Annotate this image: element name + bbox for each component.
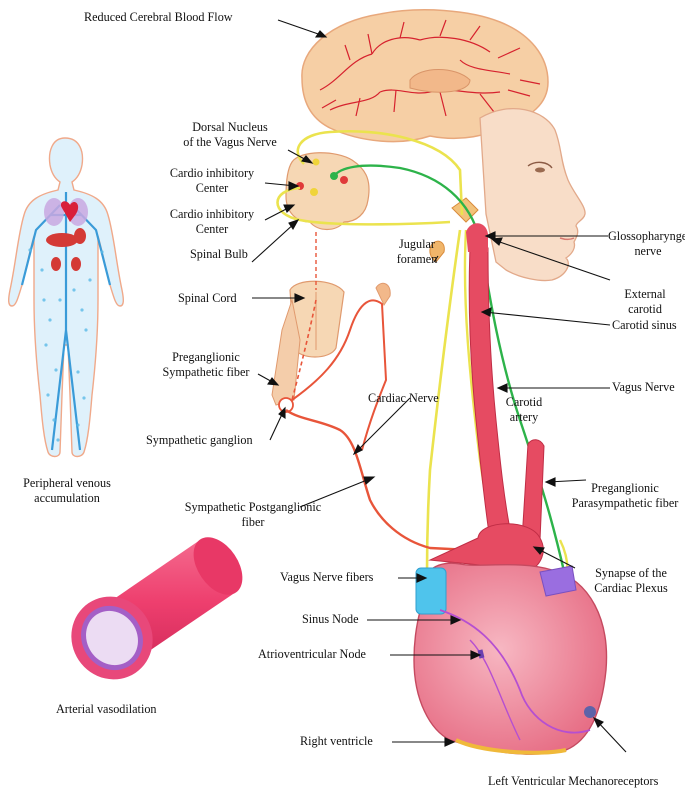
label-vagus-nerve: Vagus Nerve bbox=[612, 380, 675, 394]
label-line: carotid bbox=[628, 302, 662, 316]
label-line: Cardiac Plexus bbox=[594, 581, 668, 595]
label-sinus-node: Sinus Node bbox=[302, 612, 359, 626]
label-right-ventricle: Right ventricle bbox=[300, 734, 373, 748]
label-line: Sympathetic fiber bbox=[162, 365, 250, 379]
label-line: Peripheral venous bbox=[23, 476, 111, 490]
label-external-carotid: External carotid bbox=[610, 287, 680, 317]
label-peripheral-venous: Peripheral venous accumulation bbox=[8, 476, 126, 506]
body-figure bbox=[7, 137, 125, 458]
label-spinal-cord: Spinal Cord bbox=[178, 291, 237, 305]
label-line: Synapse of the bbox=[595, 566, 667, 580]
label-reduced-cerebral-blood-flow: Reduced Cerebral Blood Flow bbox=[84, 10, 233, 24]
medulla bbox=[271, 152, 479, 413]
label-arterial-vasodilation: Arterial vasodilation bbox=[56, 702, 157, 716]
label-line: Carotid bbox=[505, 395, 543, 409]
label-line: External bbox=[624, 287, 666, 301]
label-line: Center bbox=[195, 222, 229, 236]
label-line: Cardio inhibitory bbox=[169, 166, 255, 180]
label-line: nerve bbox=[634, 244, 662, 258]
label-line: Jugular bbox=[399, 237, 435, 251]
label-line: foramen bbox=[396, 252, 438, 266]
label-line: fiber bbox=[241, 515, 265, 529]
label-line: Sympathetic Postganglionic bbox=[184, 500, 322, 514]
label-atrioventricular-node: Atrioventricular Node bbox=[258, 647, 366, 661]
brain bbox=[301, 9, 549, 143]
label-synapse-cardiac-plexus: Synapse of the Cardiac Plexus bbox=[576, 566, 685, 596]
label-line: Center bbox=[195, 181, 229, 195]
label-jugular-foramen: Jugular foramen bbox=[386, 237, 448, 267]
label-line: Preganglionic bbox=[172, 350, 240, 364]
label-line: artery bbox=[509, 410, 539, 424]
label-line: Parasympathetic fiber bbox=[571, 496, 679, 510]
label-cardio-inhibitory-center-2: Cardio inhibitory Center bbox=[160, 207, 264, 237]
label-preganglionic-sympathetic: Preganglionic Sympathetic fiber bbox=[150, 350, 262, 380]
label-dorsal-nucleus: Dorsal Nucleus of the Vagus Nerve bbox=[170, 120, 290, 150]
label-preganglionic-parasympathetic: Preganglionic Parasympathetic fiber bbox=[560, 481, 685, 511]
label-glossopharyngeal: Glossopharyngeal nerve bbox=[608, 229, 685, 259]
artery-tube bbox=[71, 537, 243, 680]
label-line: of the Vagus Nerve bbox=[183, 135, 277, 149]
label-vagus-nerve-fibers: Vagus Nerve fibers bbox=[280, 570, 374, 584]
label-line: Preganglionic bbox=[591, 481, 659, 495]
label-line: accumulation bbox=[34, 491, 100, 505]
label-spinal-bulb: Spinal Bulb bbox=[190, 247, 248, 261]
label-carotid-artery: Carotid artery bbox=[494, 395, 554, 425]
label-lv-mechanoreceptors: Left Ventricular Mechanoreceptors bbox=[488, 774, 659, 788]
heart bbox=[413, 523, 608, 755]
label-sympathetic-ganglion: Sympathetic ganglion bbox=[146, 433, 253, 447]
label-cardiac-nerve: Cardiac Nerve bbox=[368, 391, 439, 405]
label-carotid-sinus: Carotid sinus bbox=[612, 318, 677, 332]
label-line: Glossopharyngeal bbox=[608, 229, 685, 243]
head-profile bbox=[479, 108, 586, 282]
label-cardio-inhibitory-center-1: Cardio inhibitory Center bbox=[160, 166, 264, 196]
label-sympathetic-postganglionic: Sympathetic Postganglionic fiber bbox=[170, 500, 336, 530]
label-line: Dorsal Nucleus bbox=[192, 120, 268, 134]
label-line: Cardio inhibitory bbox=[169, 207, 255, 221]
label-arrows bbox=[251, 19, 627, 753]
